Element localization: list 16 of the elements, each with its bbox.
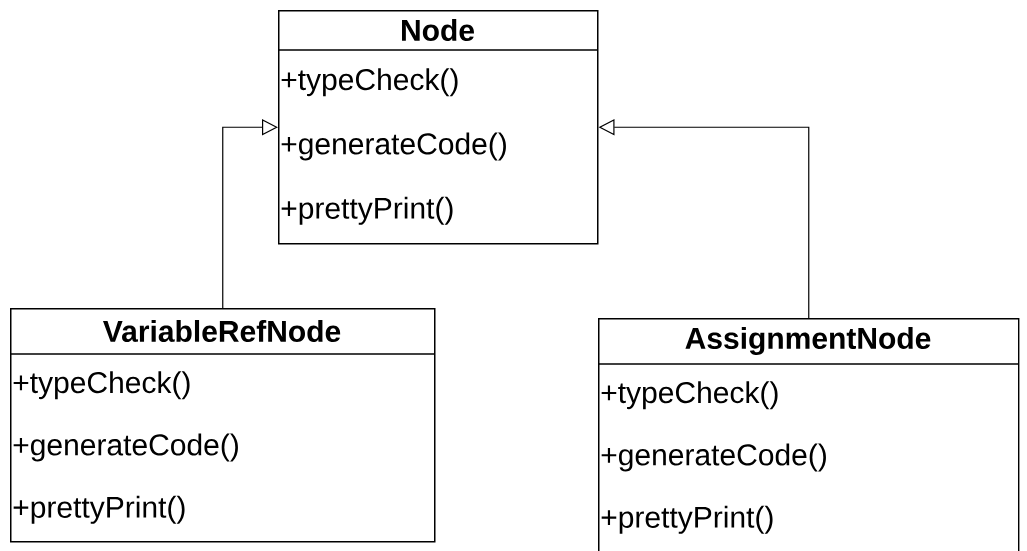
- method-text: +prettyPrint(): [601, 505, 773, 534]
- method-text: +prettyPrint(): [281, 196, 453, 225]
- class-box: [597, 318, 1020, 551]
- class-name: VariableRefNode: [103, 320, 341, 342]
- method-text: +generateCode(): [13, 433, 238, 462]
- method-text: +generateCode(): [601, 443, 826, 472]
- class-box: [277, 10, 599, 245]
- method-text: +typeCheck(): [281, 68, 458, 97]
- method-text: +typeCheck(): [13, 371, 190, 400]
- class-box: [9, 308, 436, 543]
- class-name: AssignmentNode: [685, 326, 931, 356]
- inheritance-arrow: [222, 119, 278, 309]
- method-text: +prettyPrint(): [13, 495, 185, 524]
- class-name: Node: [402, 19, 474, 41]
- method-text: +typeCheck(): [601, 381, 778, 410]
- method-text: +generateCode(): [281, 132, 506, 161]
